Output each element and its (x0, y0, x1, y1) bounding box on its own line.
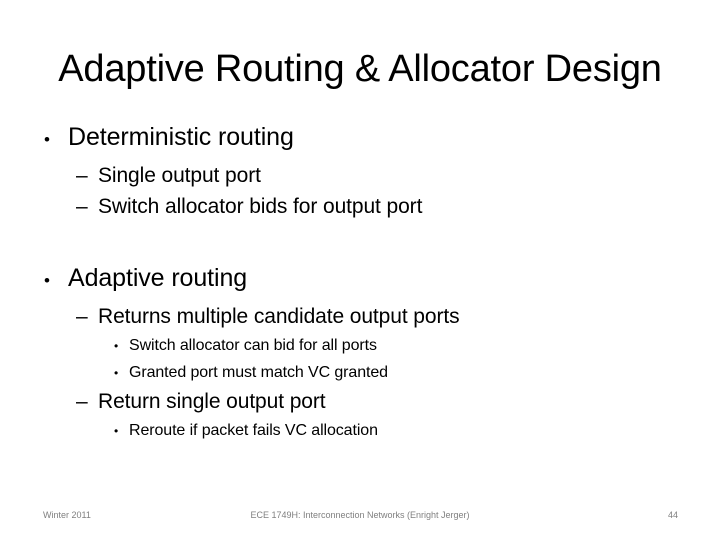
bullet-return-single-output-port: – Return single output port (0, 387, 720, 417)
bullet-dot-icon: • (114, 339, 119, 353)
bullet-dash-icon: – (76, 305, 88, 328)
bullet-dot-icon: • (114, 366, 119, 380)
bullet-reroute-if-packet-fails: • Reroute if packet fails VC allocation (0, 418, 720, 444)
bullet-returns-multiple-candidate-output-ports: – Returns multiple candidate output port… (0, 302, 720, 332)
bullet-dot-icon: • (114, 424, 119, 438)
bullet-label: Granted port must match VC granted (129, 364, 388, 381)
bullet-dot-icon: • (44, 130, 50, 149)
bullet-label: Return single output port (98, 390, 326, 413)
section-spacer (0, 223, 720, 261)
bullet-label: Returns multiple candidate output ports (98, 305, 460, 328)
page-title: Adaptive Routing & Allocator Design (58, 48, 662, 90)
footer-term: Winter 2011 (43, 510, 91, 520)
bullet-adaptive-routing: • Adaptive routing (0, 261, 720, 298)
bullet-label: Switch allocator bids for output port (98, 195, 423, 218)
footer-page-number: 44 (667, 510, 678, 520)
bullet-dash-icon: – (76, 390, 88, 413)
bullet-single-output-port: – Single output port (0, 161, 720, 191)
bullet-label: Reroute if packet fails VC allocation (129, 422, 378, 439)
slide-footer: Winter 2011 ECE 1749H: Interconnection N… (0, 500, 720, 540)
bullet-dot-icon: • (44, 271, 50, 290)
bullet-switch-allocator-can-bid: • Switch allocator can bid for all ports (0, 333, 720, 359)
bullet-label: Deterministic routing (68, 123, 294, 151)
slide-body: • Deterministic routing – Single output … (0, 120, 720, 445)
bullet-label: Switch allocator can bid for all ports (129, 337, 377, 354)
footer-course-info: ECE 1749H: Interconnection Networks (Enr… (250, 510, 470, 520)
bullet-granted-port-must-match-vc: • Granted port must match VC granted (0, 360, 720, 386)
bullet-label: Adaptive routing (68, 264, 248, 292)
bullet-dash-icon: – (76, 195, 88, 218)
bullet-switch-allocator-bids: – Switch allocator bids for output port (0, 192, 720, 222)
bullet-deterministic-routing: • Deterministic routing (0, 120, 720, 157)
bullet-label: Single output port (98, 164, 261, 187)
bullet-dash-icon: – (76, 164, 88, 187)
